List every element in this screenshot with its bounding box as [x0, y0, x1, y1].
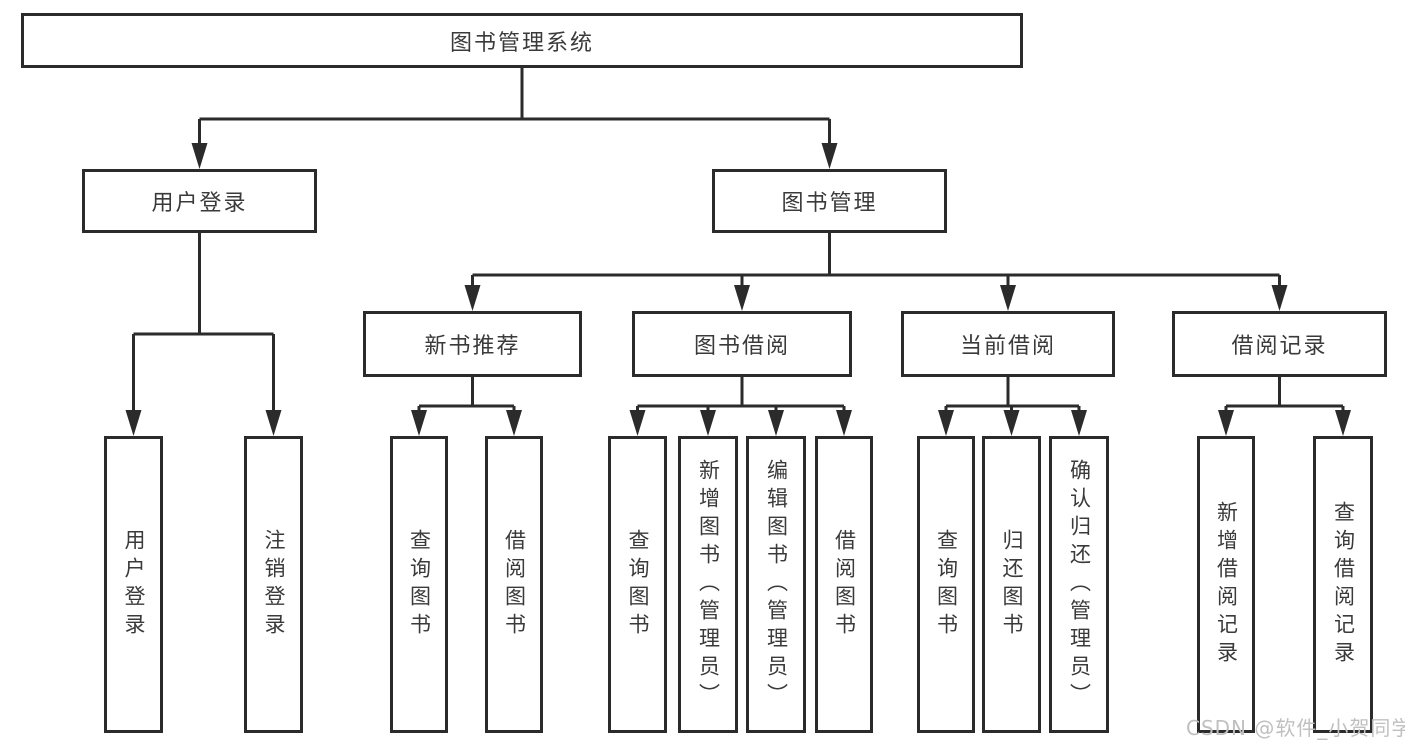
leaf-nb-borrow-books-label: 借阅图书: [502, 528, 527, 641]
leaf-br-add-borrow-record-label: 新增借阅记录: [1214, 500, 1239, 669]
node-new-book-recommend-label: 新书推荐: [424, 334, 521, 359]
leaf-bb-query-books-label: 查询图书: [626, 528, 650, 641]
node-current-borrowing-label: 当前借阅: [959, 334, 1056, 359]
leaf-nb-query-books-label: 查询图书: [407, 528, 432, 641]
node-book-management-label: 图书管理: [781, 191, 878, 216]
node-user-login-label: 用户登录: [151, 191, 248, 216]
leaf-br-query-borrow-record: 查询借阅记录: [1313, 436, 1373, 733]
node-user-login: 用户登录: [82, 169, 317, 233]
leaf-cb-query-books-label: 查询图书: [934, 528, 959, 641]
leaf-cb-query-books: 查询图书: [917, 436, 975, 733]
node-new-book-recommend: 新书推荐: [363, 311, 582, 377]
leaf-bb-query-books: 查询图书: [608, 436, 667, 733]
leaf-nb-borrow-books: 借阅图书: [485, 436, 543, 733]
leaf-bb-edit-books-admin-label: 编辑图书（管理员）: [764, 458, 789, 711]
leaf-cb-confirm-return-admin: 确认归还（管理员）: [1049, 436, 1109, 733]
node-borrow-records-label: 借阅记录: [1231, 334, 1328, 359]
node-book-borrowing: 图书借阅: [632, 311, 852, 377]
leaf-nb-query-books: 查询图书: [390, 436, 448, 733]
node-borrow-records: 借阅记录: [1172, 311, 1387, 377]
node-current-borrowing: 当前借阅: [901, 311, 1115, 377]
node-root: 图书管理系统: [21, 13, 1023, 68]
watermark: CSDN @软件_小贺同学: [1186, 716, 1405, 740]
leaf-cb-confirm-return-admin-label: 确认归还（管理员）: [1067, 458, 1092, 711]
leaf-logout-label: 注销登录: [262, 528, 286, 641]
node-root-label: 图书管理系统: [449, 30, 594, 56]
leaf-bb-borrow-books: 借阅图书: [815, 436, 873, 733]
leaf-user-login-label: 用户登录: [122, 528, 146, 641]
leaf-br-query-borrow-record-label: 查询借阅记录: [1331, 500, 1356, 669]
leaf-bb-edit-books-admin: 编辑图书（管理员）: [746, 436, 806, 733]
leaf-br-add-borrow-record: 新增借阅记录: [1197, 436, 1255, 733]
node-book-management: 图书管理: [712, 169, 947, 233]
leaf-bb-borrow-books-label: 借阅图书: [832, 528, 857, 641]
node-book-borrowing-label: 图书借阅: [693, 334, 790, 359]
leaf-cb-return-books: 归还图书: [982, 436, 1041, 733]
leaf-bb-add-books-admin-label: 新增图书（管理员）: [696, 458, 721, 711]
leaf-logout: 注销登录: [244, 436, 303, 733]
leaf-cb-return-books-label: 归还图书: [1000, 528, 1024, 641]
leaf-bb-add-books-admin: 新增图书（管理员）: [678, 436, 738, 733]
leaf-user-login: 用户登录: [104, 436, 163, 733]
